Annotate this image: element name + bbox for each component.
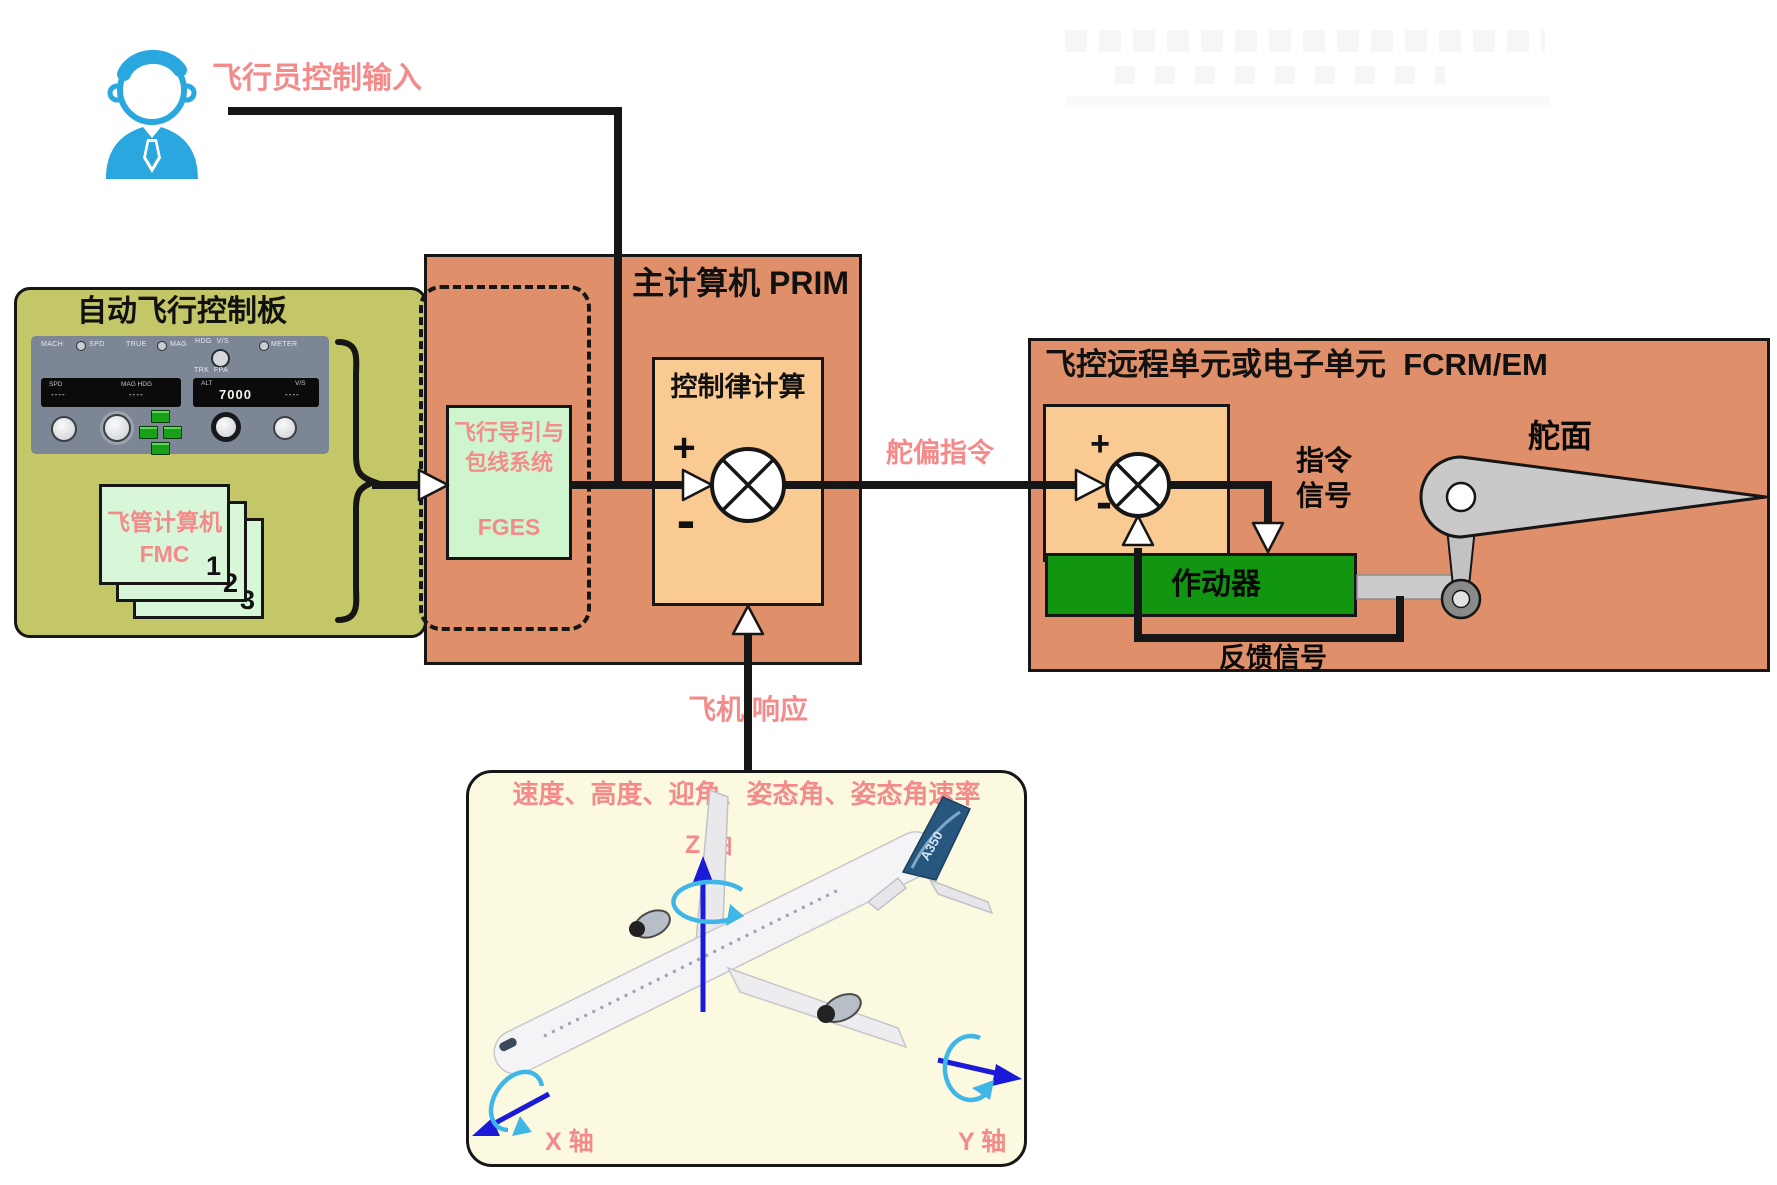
display-label-alt: ALT	[201, 380, 213, 387]
fges-abbr: FGES	[477, 514, 541, 540]
control-surface-label: 舵面	[1528, 418, 1593, 454]
pilot-icon	[106, 49, 198, 179]
altitude-display: ALT 7000 V/S ----	[193, 378, 319, 407]
deflection-command-label: 舵偏指令	[886, 438, 994, 468]
x-axis-label: X 轴	[545, 1128, 594, 1156]
toggle-knob-icon	[157, 341, 167, 351]
altitude-value: 7000	[219, 387, 252, 402]
watermark	[1005, 30, 1550, 108]
sum-minus-sign: -	[676, 488, 696, 551]
fmc-abbr: FMC	[139, 541, 190, 567]
hdg-knob-icon	[211, 349, 230, 368]
spd-knob-icon	[51, 416, 77, 442]
alt-knob-icon	[211, 412, 241, 442]
z-axis-label: Z 轴	[685, 831, 733, 859]
afcp-box: 自动飞行控制板 MACH SPD TRUE MAG HDG V/S TRK FP…	[14, 287, 427, 638]
aircraft-response-box: 速度、高度、迎角、姿态角、姿态角速率 Z 轴 X 轴 Y 轴	[466, 770, 1027, 1167]
aircraft-response-label: 飞机 响应	[688, 694, 808, 725]
display-label-mag-hdg: MAG HDG	[121, 381, 153, 388]
athr-button	[151, 442, 170, 455]
fcrm-sum-box	[1043, 404, 1230, 562]
fges-line2: 包线系统	[464, 450, 553, 475]
display-label-vs: V/S	[295, 380, 306, 387]
speed-heading-display: SPD MAG HDG ---- ----	[41, 378, 181, 407]
fges-line1: 飞行导引与	[453, 420, 564, 445]
command-signal-label: 指令 信号	[1289, 443, 1359, 513]
fcrm-minus-sign: -	[1096, 476, 1112, 529]
actuator-label: 作动器	[1171, 568, 1261, 601]
fmc-title: 飞管计算机	[107, 509, 222, 535]
fmc-card-number: 1	[205, 551, 221, 581]
mcp-panel: MACH SPD TRUE MAG HDG V/S TRK FPA METER …	[31, 336, 329, 455]
mcp-label-spd: SPD	[89, 341, 105, 348]
sum-plus-sign: +	[672, 426, 696, 470]
feedback-signal-label: 反馈信号	[1219, 643, 1327, 673]
mcp-label-true: TRUE	[126, 341, 147, 348]
ap2-button	[163, 426, 182, 439]
fcrm-title: 飞控远程单元或电子单元 FCRM/EM	[1045, 347, 1548, 382]
display-dashes: ----	[285, 390, 300, 399]
display-dashes: ----	[129, 390, 144, 399]
y-axis-label: Y 轴	[958, 1128, 1007, 1156]
toggle-knob-icon	[259, 341, 269, 351]
display-label-spd: SPD	[49, 381, 63, 388]
response-parameters-header: 速度、高度、迎角、姿态角、姿态角速率	[512, 779, 981, 809]
display-dashes: ----	[51, 390, 66, 399]
prim-title: 主计算机 PRIM	[632, 265, 849, 301]
ap1-button	[139, 426, 158, 439]
fmc-card: 飞管计算机 FMC 1	[99, 484, 230, 585]
control-law-box: 控制律计算	[652, 357, 824, 606]
fcrm-box: 飞控远程单元或电子单元 FCRM/EM 作动器 + - 指令 信号 反馈信号 舵…	[1028, 338, 1770, 673]
control-law-title: 控制律计算	[670, 372, 806, 402]
mcp-label-mach: MACH	[41, 341, 64, 348]
mcp-label-trk-fpa: TRK FPA	[194, 367, 229, 374]
pilot-input-label: 飞行员控制输入	[212, 62, 422, 95]
fcrm-plus-sign: +	[1090, 425, 1110, 463]
fges-box: 飞行导引与 包线系统 FGES	[446, 405, 572, 560]
command-signal-line2: 信号	[1295, 480, 1352, 511]
mcp-label-mag: MAG	[170, 341, 188, 348]
afcp-title: 自动飞行控制板	[77, 295, 287, 328]
vs-knob-icon	[273, 416, 297, 440]
mcp-label-hdg-vs: HDG V/S	[195, 338, 229, 345]
actuator-box: 作动器	[1045, 553, 1357, 617]
hdg-sel-knob-icon	[103, 414, 131, 442]
toggle-knob-icon	[76, 341, 86, 351]
fd-button	[151, 410, 170, 423]
mcp-label-meter: METER	[271, 341, 298, 348]
command-signal-line1: 指令	[1295, 445, 1352, 476]
